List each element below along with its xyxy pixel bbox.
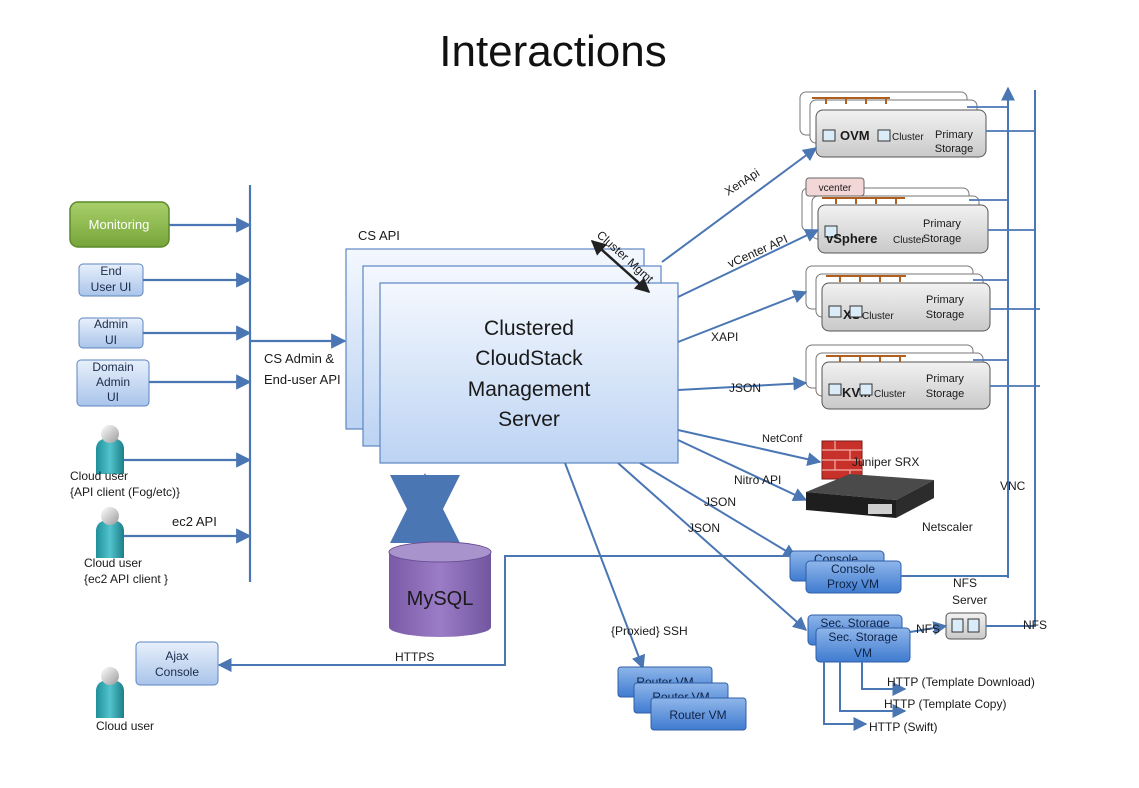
ovm-storage-line2: Storage — [935, 143, 974, 155]
cs-admin-api-line1: CS Admin & — [264, 351, 334, 366]
cloud-user-api-person-icon — [96, 425, 124, 474]
domain-admin-ui-box: Domain Admin UI — [76, 359, 150, 407]
right-vertical-lines — [1001, 86, 1036, 627]
server-line3: Management — [468, 378, 591, 401]
admin-ui-line2: UI — [105, 333, 117, 347]
http-template-download-label: HTTP (Template Download) — [887, 675, 1035, 689]
firewall-icon — [821, 440, 863, 480]
cloud-user-api-line1: Cloud user — [70, 469, 128, 483]
ovm-cluster-label: Cluster — [892, 132, 924, 143]
kvm-storage-line2: Storage — [926, 388, 965, 400]
mysql-database-icon: MySQL — [388, 541, 492, 637]
cluster-kvm: KVM Cluster Primary Storage — [805, 344, 991, 410]
cluster-ovm: OVM Cluster Primary Storage — [799, 91, 987, 158]
xs-storage-line2: Storage — [926, 309, 965, 321]
xs-storage-line1: Primary — [926, 294, 964, 306]
juniper-label: Juniper SRX — [852, 455, 919, 469]
server-line4: Server — [498, 408, 560, 431]
ajax-console-line1: Ajax — [165, 649, 188, 663]
kvm-cluster-label: Cluster — [874, 389, 906, 400]
console-front-line1: Console — [831, 562, 875, 576]
router-vm-stack: Router VM Router VM Router VM — [617, 666, 747, 731]
nitro-label: Nitro API — [734, 473, 781, 487]
kvm-storage-line1: Primary — [926, 373, 964, 385]
cluster-vsphere: vcenter vSphere Cluster Primary Storage — [801, 177, 989, 254]
xapi-label: XAPI — [711, 330, 738, 344]
domain-admin-line2: Admin — [96, 375, 130, 389]
nfs-server-icon — [945, 612, 987, 640]
domain-admin-line3: UI — [107, 390, 119, 404]
sec-storage-back-label: Sec. Storage — [820, 616, 890, 630]
proxied-ssh-label: {Proxied} SSH — [611, 624, 688, 638]
cloud-user-ec2-line1: Cloud user — [84, 556, 142, 570]
monitoring-label: Monitoring — [89, 217, 150, 232]
cloud-user-api-line2: {API client (Fog/etc)} — [70, 485, 180, 499]
vcenter-label: vcenter — [819, 183, 852, 194]
cloud-user-ec2-person-icon — [96, 507, 124, 558]
netscaler-label: Netscaler — [922, 520, 973, 534]
secondary-storage-vm: Sec. Storage Sec. Storage VM — [807, 614, 911, 663]
server-line1: Clustered — [484, 317, 574, 340]
ajax-console-box: Ajax Console — [135, 641, 219, 686]
ovm-label: OVM — [840, 128, 870, 143]
nfs-server-line2: Server — [952, 593, 987, 607]
http-arrows — [823, 662, 907, 731]
console-proxy-vm: Console Console Proxy VM — [789, 550, 902, 594]
vnc-label: VNC — [1000, 479, 1026, 493]
https-arrow — [217, 555, 790, 672]
end-user-ui-box: End User UI — [78, 263, 144, 297]
router-vm-3: Router VM — [669, 708, 726, 722]
management-server-stack: Clustered CloudStack Management Server — [345, 248, 679, 464]
cs-api-label: CS API — [358, 228, 400, 243]
server-line2: CloudStack — [475, 347, 583, 370]
http-swift-label: HTTP (Swift) — [869, 720, 937, 734]
nfs-left-label: NFS — [916, 622, 940, 636]
client-bus-arrows — [124, 185, 347, 582]
cs-admin-api-line2: End-user API — [264, 372, 341, 387]
ajax-console-line2: Console — [155, 665, 199, 679]
admin-ui-box: Admin UI — [78, 317, 144, 349]
domain-admin-line1: Domain — [92, 360, 133, 374]
json-kvm-label: JSON — [729, 381, 761, 395]
vsphere-storage-line2: Storage — [923, 233, 962, 245]
sec-storage-front-line1: Sec. Storage — [828, 630, 898, 644]
http-template-copy-label: HTTP (Template Copy) — [884, 697, 1006, 711]
mysql-label: MySQL — [407, 588, 474, 610]
nfs-right-label: NFS — [1023, 618, 1047, 632]
sec-storage-front-line2: VM — [854, 646, 872, 660]
vsphere-storage-line1: Primary — [923, 218, 961, 230]
netconf-label: NetConf — [762, 433, 803, 445]
ovm-storage-line1: Primary — [935, 129, 973, 141]
console-front-line2: Proxy VM — [827, 577, 879, 591]
cloud-user-ec2-line2: {ec2 API client } — [84, 572, 168, 586]
cloud-user-label: Cloud user — [96, 719, 154, 733]
api-arrows — [564, 147, 822, 670]
cloud-user-person-icon — [96, 667, 124, 718]
xs-cluster-label: Cluster — [862, 311, 894, 322]
vsphere-cluster-label: Cluster — [893, 235, 925, 246]
admin-ui-line1: Admin — [94, 317, 128, 331]
end-user-ui-line1: End — [100, 264, 121, 278]
https-label: HTTPS — [395, 650, 434, 664]
json2-label: JSON — [688, 521, 720, 535]
nfs-server-line1: NFS — [953, 576, 977, 590]
nfs-links — [909, 621, 1035, 635]
monitoring-box: Monitoring — [69, 201, 170, 248]
end-user-ui-line2: User UI — [91, 280, 132, 294]
ec2-api-label: ec2 API — [172, 514, 217, 529]
cluster-storage-links — [967, 106, 1040, 387]
json1-label: JSON — [704, 495, 736, 509]
cluster-xs: XS Cluster Primary Storage — [805, 265, 991, 332]
netscaler-appliance-icon — [806, 474, 934, 518]
vcenter-api-label: vCenter API — [726, 232, 790, 271]
vsphere-label: vSphere — [826, 231, 877, 246]
page-title: Interactions — [439, 27, 666, 76]
